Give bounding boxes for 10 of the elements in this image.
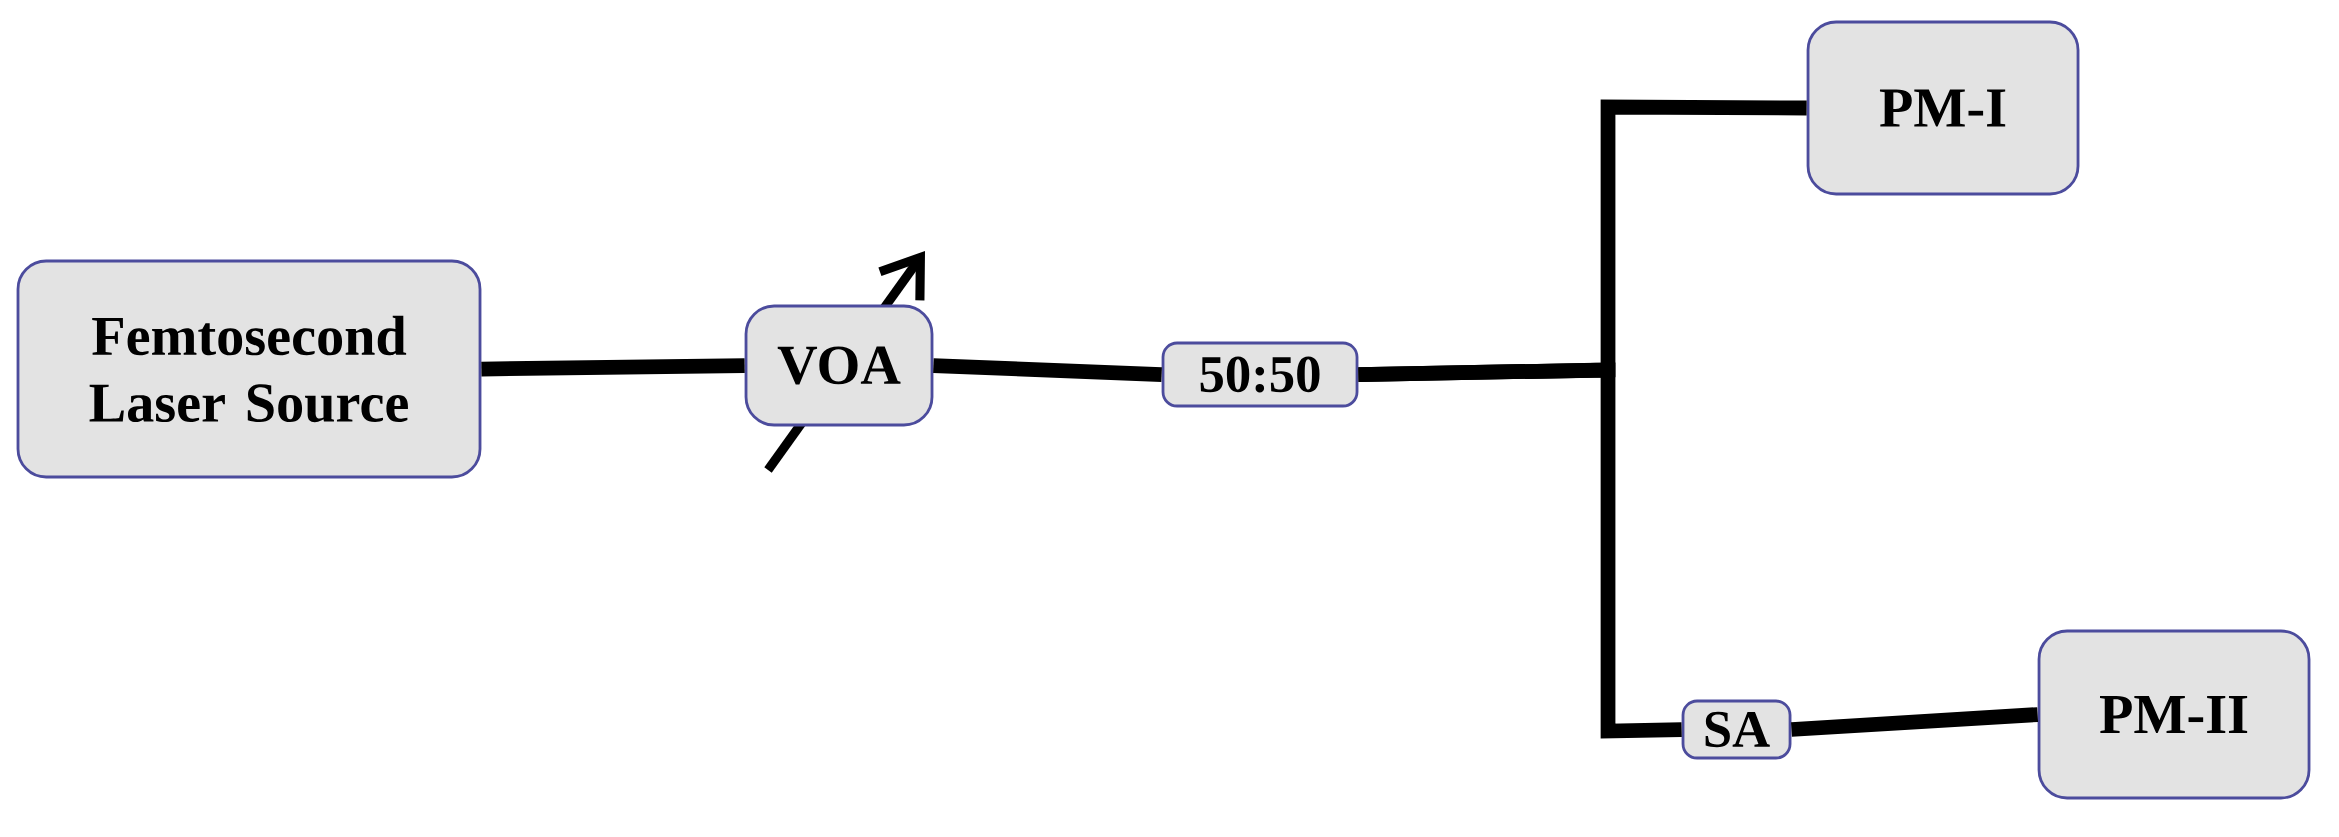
- fiber-line: [1358, 362, 1682, 739]
- fiber-line: [1791, 707, 2039, 737]
- fiber-line: [933, 358, 1162, 382]
- power-meter-box: PM-I: [1806, 20, 2080, 196]
- source-box: Femtosecond Laser Source: [16, 259, 482, 479]
- fiber-line: [481, 358, 745, 377]
- coupler-box: 50:50: [1161, 341, 1359, 408]
- absorber-box: SA: [1681, 699, 1792, 760]
- power-meter-box: PM-II: [2037, 629, 2311, 800]
- attenuator-box: VOA: [744, 304, 934, 427]
